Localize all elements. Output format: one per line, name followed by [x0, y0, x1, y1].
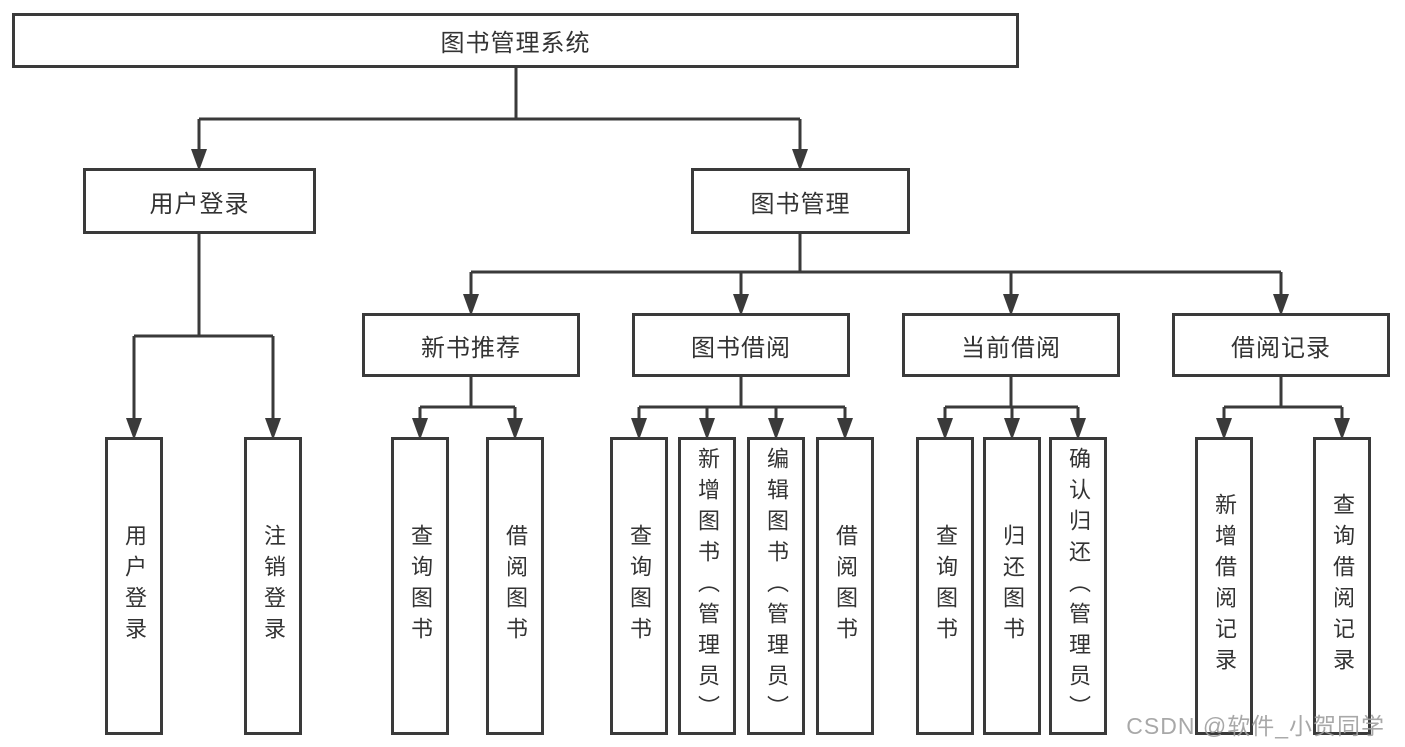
node-label: 查询图书: [933, 524, 958, 648]
node-borrow-records: 借阅记录: [1172, 313, 1390, 377]
node-label: 确认归还（管理员）: [1066, 446, 1091, 726]
leaf-confirm-return-admin: 确认归还（管理员）: [1049, 437, 1107, 735]
leaf-query-borrow-record: 查询借阅记录: [1313, 437, 1371, 735]
node-new-book-recommend: 新书推荐: [362, 313, 580, 377]
leaf-add-books-admin: 新增图书（管理员）: [678, 437, 736, 735]
node-label: 查询图书: [627, 524, 652, 648]
node-label: 借阅图书: [833, 524, 858, 648]
csdn-watermark: CSDN @软件_小贺同学: [1126, 713, 1385, 739]
leaf-user-login: 用户登录: [105, 437, 163, 735]
leaf-borrow-books-recommend: 借阅图书: [486, 437, 544, 735]
node-label: 借阅记录: [1231, 334, 1331, 362]
node-label: 借阅图书: [503, 524, 528, 648]
leaf-query-books-borrow: 查询图书: [610, 437, 668, 735]
node-label: 新书推荐: [421, 334, 521, 362]
leaf-query-books-current: 查询图书: [916, 437, 974, 735]
node-label: 当前借阅: [961, 334, 1061, 362]
node-label: 图书管理: [750, 190, 851, 218]
node-current-borrow: 当前借阅: [902, 313, 1120, 377]
node-label: 注销登录: [261, 524, 286, 648]
node-label: 编辑图书（管理员）: [764, 446, 789, 726]
node-label: 查询借阅记录: [1330, 493, 1355, 679]
leaf-logout: 注销登录: [244, 437, 302, 735]
node-library-management-system: 图书管理系统: [12, 13, 1019, 68]
node-label: 图书管理系统: [440, 30, 591, 57]
leaf-edit-books-admin: 编辑图书（管理员）: [747, 437, 805, 735]
node-label: 新增借阅记录: [1212, 493, 1237, 679]
node-book-management: 图书管理: [691, 168, 910, 234]
node-label: 归还图书: [1000, 524, 1025, 648]
leaf-query-books-recommend: 查询图书: [391, 437, 449, 735]
node-book-borrow: 图书借阅: [632, 313, 850, 377]
leaf-return-books: 归还图书: [983, 437, 1041, 735]
node-label: 新增图书（管理员）: [695, 446, 720, 726]
node-label: 用户登录: [149, 190, 250, 218]
leaf-borrow-books: 借阅图书: [816, 437, 874, 735]
leaf-add-borrow-record: 新增借阅记录: [1195, 437, 1253, 735]
node-label: 用户登录: [122, 524, 147, 648]
node-user-login: 用户登录: [83, 168, 316, 234]
node-label: 图书借阅: [691, 334, 791, 362]
node-label: 查询图书: [408, 524, 433, 648]
